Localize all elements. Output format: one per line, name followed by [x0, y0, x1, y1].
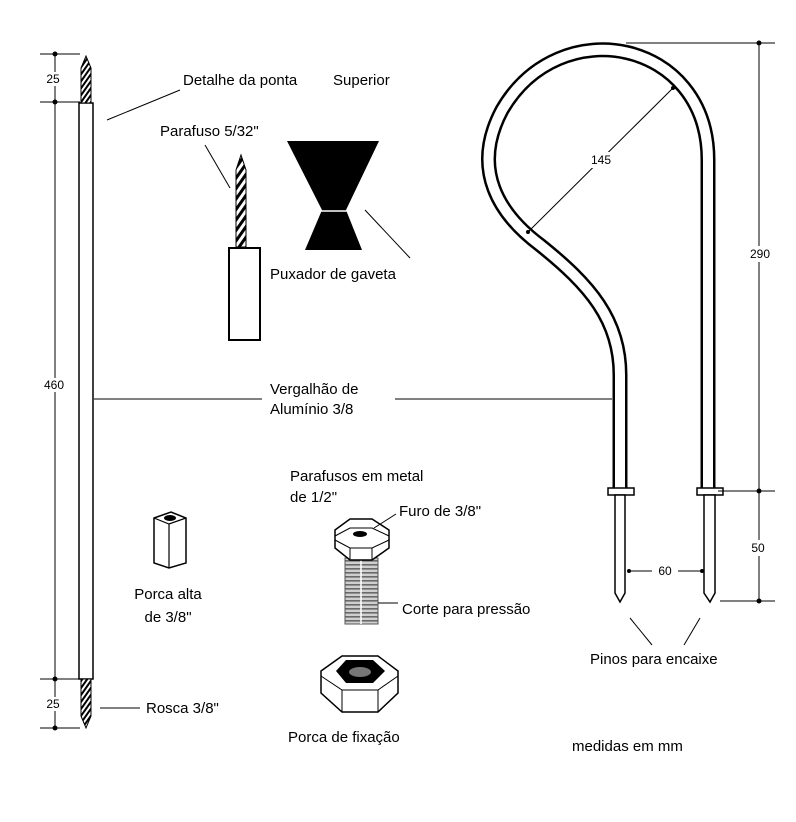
- leader-detail-top: [106, 89, 181, 121]
- dim-loop-diameter: 145: [591, 153, 611, 167]
- label-tall-nut-line2: de 3/8": [144, 609, 191, 626]
- leader-screw: [204, 144, 231, 189]
- leader-hole: [373, 513, 397, 529]
- label-drawer-handle: Puxador de gaveta: [270, 266, 397, 283]
- label-rod-line1: Vergalhão de: [270, 381, 358, 398]
- label-pins: Pinos para encaixe: [590, 651, 718, 668]
- hook-rod: [481, 42, 716, 491]
- rod-bottom-thread: [80, 678, 92, 730]
- fixing-nut: [320, 655, 399, 713]
- dim-rod-length: 460: [44, 378, 64, 392]
- leader-pins-left: [629, 617, 653, 646]
- label-units: medidas em mm: [572, 738, 683, 755]
- pin-left: [607, 487, 635, 604]
- leader-drawer-handle: [364, 209, 411, 259]
- screw-detail: [228, 153, 261, 341]
- right-dimension-line: [626, 40, 775, 604]
- pin-right: [696, 487, 724, 604]
- label-screw: Parafuso 5/32": [160, 123, 259, 140]
- label-bolts-line2: de 1/2": [290, 489, 337, 506]
- dim-pin-length: 50: [751, 541, 765, 555]
- label-detail-top: Detalhe da ponta: [183, 72, 298, 89]
- label-cut: Corte para pressão: [402, 601, 530, 618]
- label-hole: Furo de 3/8": [399, 503, 481, 520]
- label-tall-nut-line1: Porca alta: [134, 586, 202, 603]
- leader-pins-right: [683, 617, 701, 646]
- label-rod-line2: Alumínio 3/8: [270, 401, 353, 418]
- drawer-handle-shape: [287, 141, 379, 250]
- label-bolts-line1: Parafusos em metal: [290, 468, 423, 485]
- dim-bottom-tip: 25: [46, 697, 60, 711]
- rod-body: [78, 102, 94, 680]
- rod-top-thread: [80, 54, 92, 104]
- dim-top-tip: 25: [46, 72, 60, 86]
- bolt: [334, 518, 390, 625]
- main-rod: [78, 54, 94, 730]
- tall-nut: [153, 511, 187, 569]
- label-detail-top-2: Superior: [333, 72, 390, 89]
- label-thread: Rosca 3/8": [146, 700, 219, 717]
- dim-pin-spacing: 60: [658, 564, 672, 578]
- label-fix-nut: Porca de fixação: [288, 729, 400, 746]
- dim-loop-height: 290: [750, 247, 770, 261]
